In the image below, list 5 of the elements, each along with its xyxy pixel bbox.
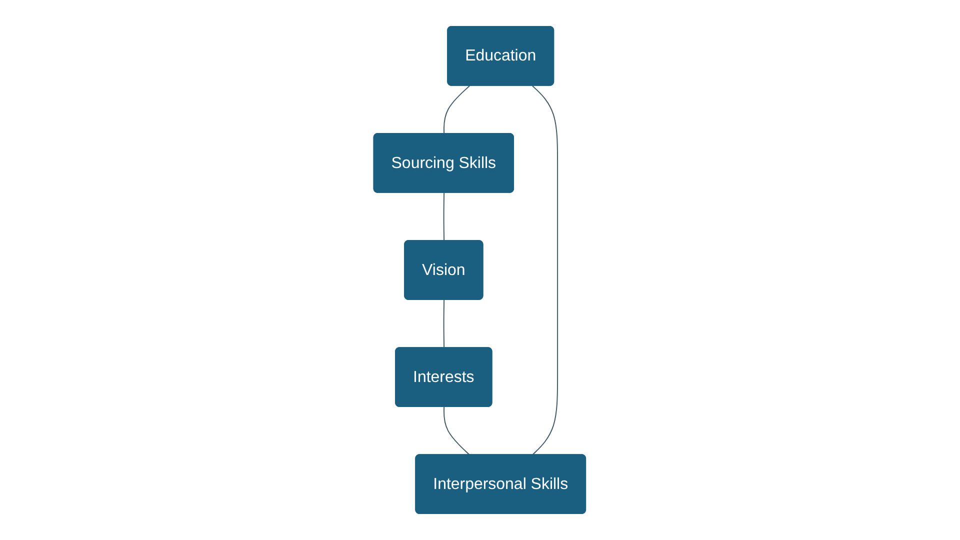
connector <box>444 192 445 242</box>
connector <box>444 85 470 134</box>
connector <box>444 406 470 456</box>
connector <box>532 85 558 456</box>
connector <box>444 299 445 348</box>
